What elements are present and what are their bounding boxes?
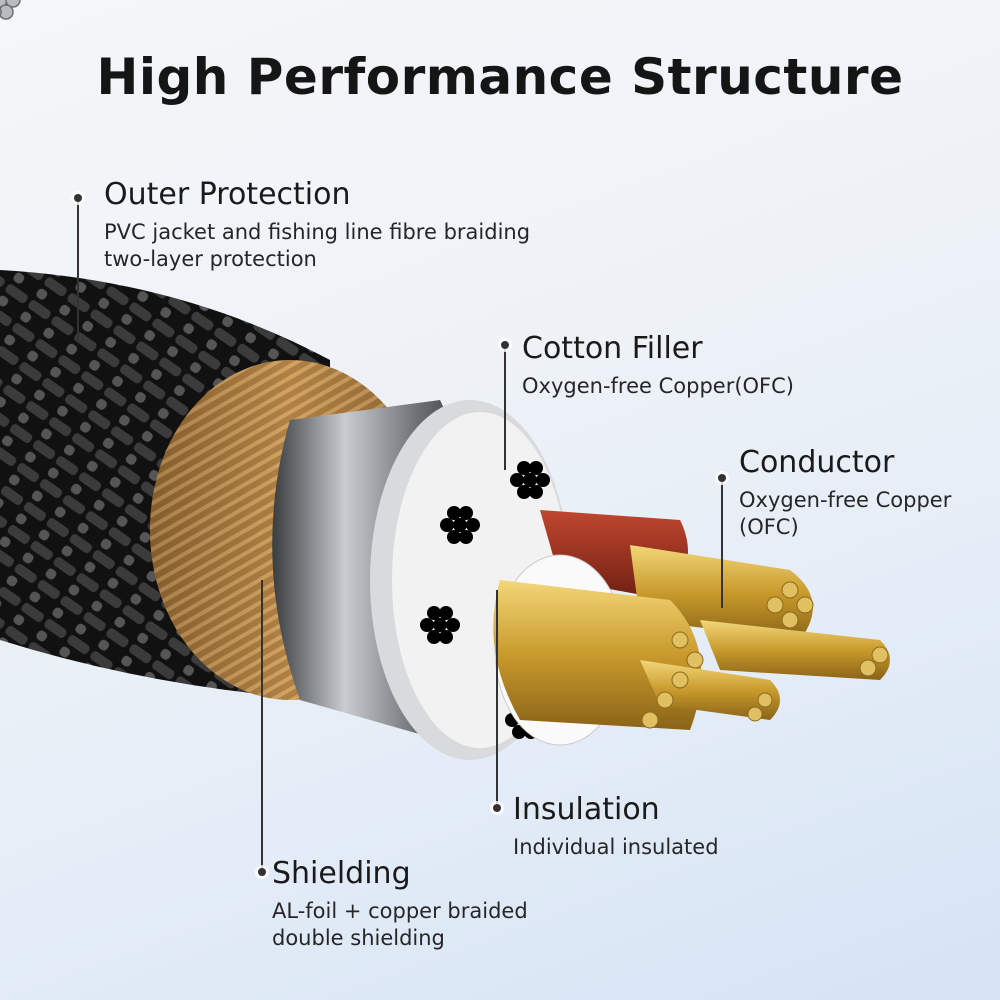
callout-text: PVC jacket and fishing line fibre braidi… xyxy=(104,219,531,244)
conductor-marker xyxy=(718,474,726,482)
filler-strand-bundles xyxy=(0,0,21,20)
gold-conductors xyxy=(493,545,890,730)
cotton-filler-leader-line xyxy=(504,345,506,470)
conductor-leader-line xyxy=(721,478,723,608)
callout-heading: Conductor xyxy=(739,445,895,480)
callout-insulation: Insulation Individual insulated xyxy=(513,792,719,861)
callout-conductor: Conductor Oxygen-free Copper(OFC) xyxy=(739,445,952,541)
page-title: High Performance Structure xyxy=(96,48,904,106)
callout-cotton-filler: Cotton Filler Oxygen-free Copper(OFC) xyxy=(522,331,794,400)
callout-text: two-layer protection xyxy=(104,246,317,271)
callout-heading: Shielding xyxy=(272,856,411,891)
callout-text: Oxygen-free Copper(OFC) xyxy=(522,373,794,398)
callout-text: Individual insulated xyxy=(513,834,719,859)
cotton-filler-marker xyxy=(501,341,509,349)
callout-text: Oxygen-free Copper xyxy=(739,487,952,512)
callout-text: double shielding xyxy=(272,925,445,950)
shielding-leader-line xyxy=(261,580,263,872)
callout-heading: Cotton Filler xyxy=(522,331,703,366)
callout-heading: Outer Protection xyxy=(104,177,351,212)
callout-outer-protection: Outer Protection PVC jacket and fishing … xyxy=(104,177,531,273)
insulation-leader-line xyxy=(496,590,498,808)
shielding-marker xyxy=(258,868,266,876)
outer-protection-leader-line xyxy=(77,198,79,343)
callout-heading: Insulation xyxy=(513,792,660,827)
insulation-marker xyxy=(493,804,501,812)
callout-text: AL-foil + copper braided xyxy=(272,898,528,923)
callout-text: (OFC) xyxy=(739,514,799,539)
outer-protection-marker xyxy=(74,194,82,202)
